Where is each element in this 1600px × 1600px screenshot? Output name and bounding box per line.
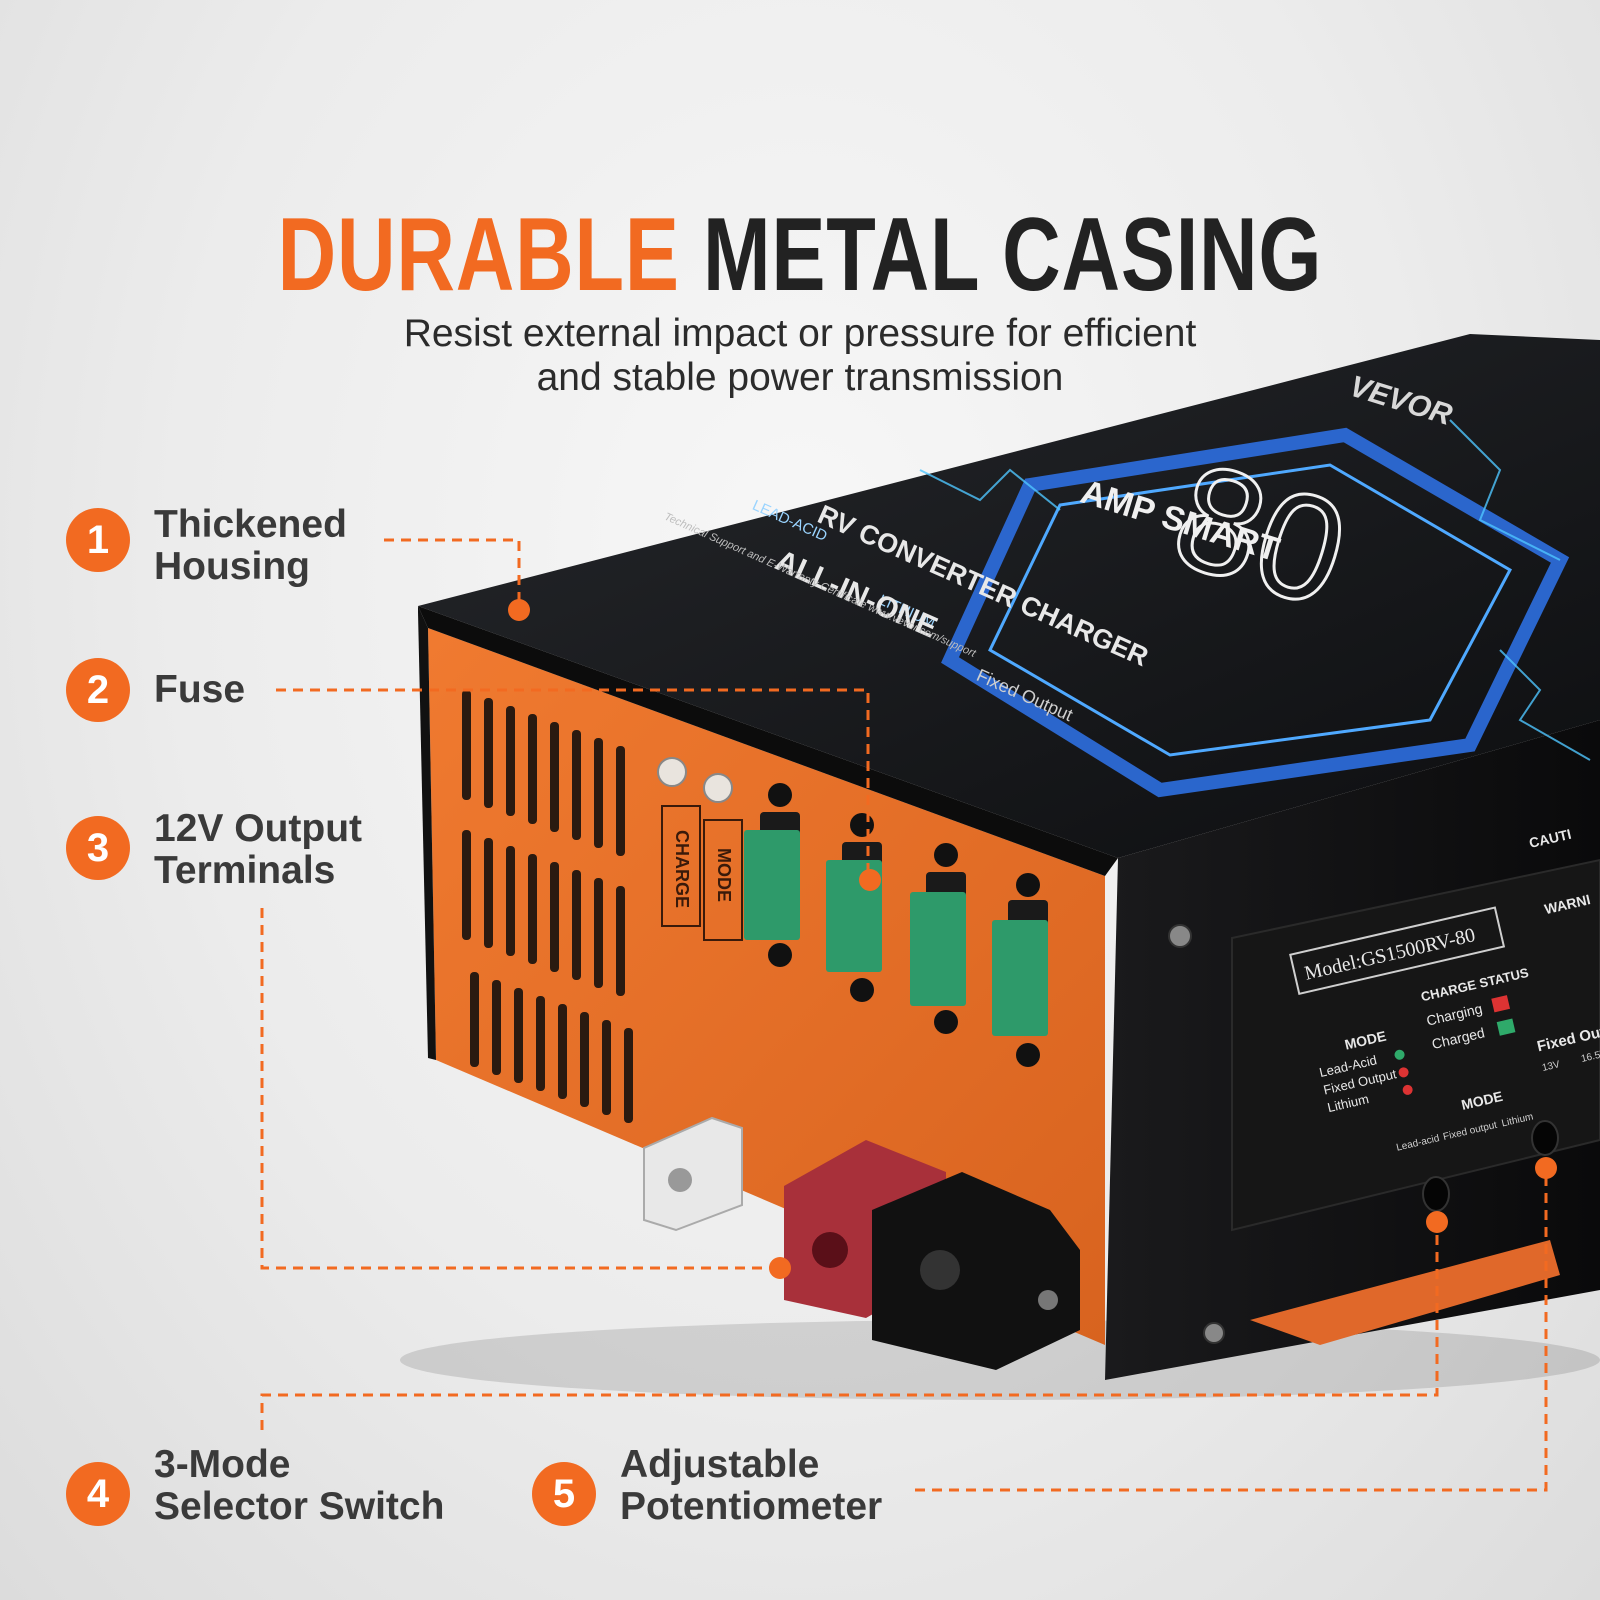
callout-3-line-1: 12V Output xyxy=(154,807,363,850)
callout-1-line-2: Housing xyxy=(154,545,310,588)
dot-1 xyxy=(508,599,530,621)
callout-5-line-1: Adjustable xyxy=(620,1443,820,1486)
vent-slots xyxy=(462,690,633,1123)
front-labels: CHARGE MODE xyxy=(661,805,743,941)
selector-switch-hole xyxy=(1422,1176,1450,1212)
fixed-output-min: 13V xyxy=(1541,1059,1561,1074)
fuse-4 xyxy=(992,873,1048,1067)
casing-top xyxy=(418,334,1600,858)
callout-label-3: 12V Output Terminals xyxy=(154,808,362,892)
front-frame-top xyxy=(418,606,1118,876)
subtitle-line-2: and stable power transmission xyxy=(536,356,1064,399)
charged-indicator xyxy=(1496,1018,1516,1036)
hexagon-outer xyxy=(941,427,1570,798)
screw-side xyxy=(1168,924,1192,948)
led-mode xyxy=(703,773,733,803)
fuse-1 xyxy=(744,783,800,967)
dot-2 xyxy=(859,869,881,891)
subtitle: Resist external impact or pressure for e… xyxy=(0,312,1600,400)
fuse-3 xyxy=(910,843,966,1034)
output-terminals xyxy=(643,1116,1080,1370)
side-label-panel xyxy=(1231,858,1600,1232)
front-frame xyxy=(418,606,436,1060)
callout-3-line-2: Terminals xyxy=(154,849,336,892)
dot-5 xyxy=(1535,1157,1557,1179)
callout-2: 2 Fuse xyxy=(66,658,245,722)
hexagon-inner xyxy=(988,463,1513,757)
dot-3 xyxy=(769,1257,791,1279)
callout-number-2: 2 xyxy=(66,658,130,722)
led-charge xyxy=(657,757,687,787)
fixed-output-max: 16.5V xyxy=(1580,1048,1600,1065)
leader-2 xyxy=(276,688,870,880)
leader-lines xyxy=(260,538,1548,1492)
label-mode: MODE xyxy=(714,848,734,902)
subtitle-line-1: Resist external impact or pressure for e… xyxy=(403,312,1197,355)
callout-4: 4 3-Mode Selector Switch xyxy=(66,1444,444,1528)
leader-3 xyxy=(260,908,780,1270)
callout-1: 1 Thickened Housing xyxy=(66,504,347,588)
leader-4 xyxy=(260,1222,1439,1430)
page-title: DURABLE METAL CASING xyxy=(176,196,1424,315)
label-charge: CHARGE xyxy=(672,830,692,908)
callout-1-line-1: Thickened xyxy=(154,503,347,546)
callout-4-line-2: Selector Switch xyxy=(154,1485,445,1528)
callout-label-1: Thickened Housing xyxy=(154,504,347,588)
title-rest: METAL CASING xyxy=(703,197,1323,313)
callout-4-line-1: 3-Mode xyxy=(154,1443,291,1486)
callout-label-4: 3-Mode Selector Switch xyxy=(154,1444,444,1528)
callout-label-2: Fuse xyxy=(154,669,245,711)
potentiometer-hole xyxy=(1531,1120,1559,1156)
callout-3: 3 12V Output Terminals xyxy=(66,808,362,892)
callout-number-1: 1 xyxy=(66,508,130,572)
leader-dots xyxy=(508,599,1557,1279)
callout-5: 5 Adjustable Potentiometer xyxy=(532,1444,882,1528)
screw-side-bottom xyxy=(1203,1322,1225,1344)
lightning xyxy=(919,419,1591,761)
callout-number-5: 5 xyxy=(532,1462,596,1526)
charging-indicator xyxy=(1491,995,1511,1013)
callout-2-line-1: Fuse xyxy=(154,668,246,711)
callout-number-4: 4 xyxy=(66,1462,130,1526)
callout-number-3: 3 xyxy=(66,816,130,880)
mounting-flange xyxy=(1250,1240,1560,1345)
callout-5-line-2: Potentiometer xyxy=(620,1485,883,1528)
callout-label-5: Adjustable Potentiometer xyxy=(620,1444,882,1528)
title-accent: DURABLE xyxy=(277,197,680,313)
leader-5 xyxy=(915,1168,1548,1492)
dot-4 xyxy=(1426,1211,1448,1233)
